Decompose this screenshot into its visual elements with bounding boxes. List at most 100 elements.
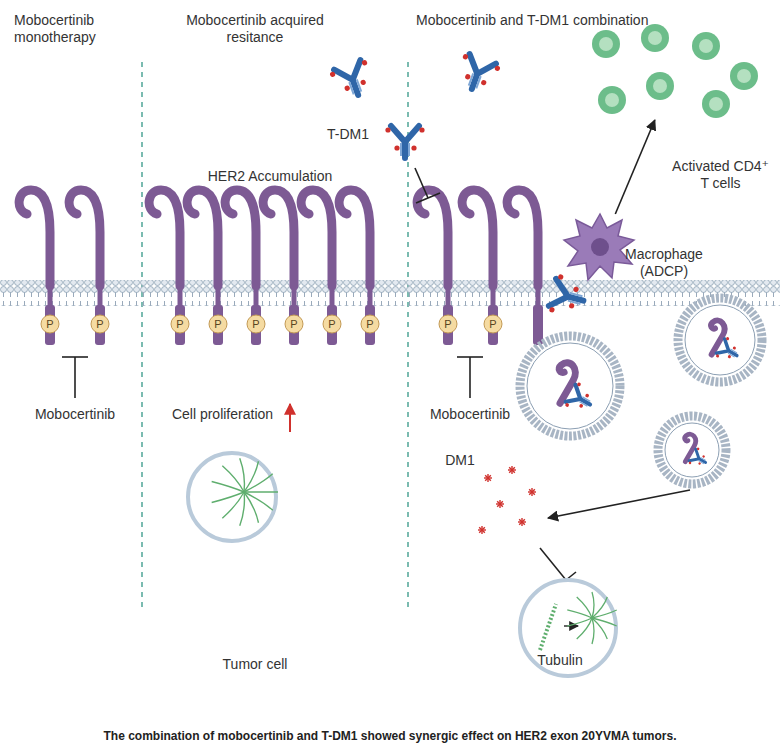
t-dm1-antibody — [360, 79, 367, 86]
t-dm1-antibody — [453, 52, 501, 95]
dm1-payload — [478, 466, 536, 534]
caption: The combination of mobocertinib and T-DM… — [0, 728, 780, 745]
t-dm1-antibody — [547, 273, 588, 319]
dm1-payload — [529, 489, 535, 495]
phospho-mark: P — [171, 318, 189, 330]
endosome — [698, 318, 728, 355]
endosome — [698, 318, 747, 366]
label-text: Mobocertinib — [415, 406, 525, 423]
phospho-mark: P — [41, 318, 59, 330]
tumor-nucleus — [577, 597, 592, 618]
phospho-mark: P — [247, 318, 265, 330]
endosome — [585, 393, 590, 398]
t-dm1-antibody — [568, 293, 583, 304]
label-text: Mobocertinib and T-DM1 combination — [416, 12, 716, 29]
endosome — [665, 423, 719, 477]
tumor-nucleus — [592, 610, 617, 618]
column-divider — [142, 62, 408, 612]
inhibition-bar — [415, 168, 428, 198]
mitotic-cell — [244, 492, 273, 510]
her2-receptor — [149, 190, 180, 286]
endosome — [527, 343, 613, 429]
t-dm1-antibody — [480, 79, 487, 86]
endosome — [579, 403, 584, 408]
t-cell — [653, 79, 667, 93]
her2-receptor — [19, 190, 543, 345]
tumor-nucleus — [567, 592, 616, 644]
macrophage — [591, 238, 609, 256]
t-cell — [692, 32, 720, 60]
her2-receptor — [417, 190, 448, 286]
endosome — [658, 416, 726, 484]
mitotic-cell — [188, 453, 276, 541]
dm1-payload — [497, 501, 503, 507]
endosome — [689, 449, 709, 468]
phospho-mark: P — [484, 318, 502, 330]
her2-receptor — [209, 315, 227, 333]
endosome — [565, 403, 570, 408]
endosome — [725, 337, 729, 341]
endosome — [544, 360, 580, 403]
mitotic-cell — [212, 458, 278, 525]
t-cell — [702, 90, 730, 118]
dm1-payload — [479, 527, 485, 533]
mitotic-cell — [244, 474, 273, 492]
phospho-mark: P — [361, 318, 379, 330]
t-dm1-antibody — [329, 52, 589, 319]
mitotic-cell — [188, 453, 278, 541]
endosome — [688, 447, 711, 471]
inhibition-bar — [74, 357, 76, 398]
t-dm1-antibody — [401, 143, 409, 156]
her2-receptor — [507, 190, 543, 345]
node-label: Macrophage (ADCP) — [614, 246, 714, 280]
tumor-nucleus — [592, 592, 594, 618]
her2-receptor — [187, 190, 218, 286]
t-cell — [730, 62, 758, 90]
her2-receptor — [254, 284, 259, 306]
t-dm1-antibody — [568, 303, 574, 309]
label-text: Tubulin — [525, 652, 595, 669]
endosome — [674, 432, 698, 462]
increase-arrow — [289, 404, 291, 432]
mitotic-cell — [244, 492, 258, 523]
t-dm1-antibody — [549, 279, 587, 314]
tumor-nucleus — [520, 580, 616, 676]
t-cell-node: Activated CD4⁺ T cells — [590, 24, 760, 120]
her2-receptor — [91, 315, 109, 333]
t-dm1-antibody — [385, 127, 390, 132]
inhibition-bar — [469, 357, 471, 398]
endosome — [674, 432, 714, 471]
her2-receptor — [41, 315, 59, 333]
endosome — [715, 336, 743, 365]
t-dm1-antibody — [419, 127, 424, 132]
t-cell — [598, 86, 626, 114]
label-text: Mobocertinib — [20, 406, 130, 423]
dm1-payload — [519, 519, 525, 525]
endosome — [732, 346, 736, 350]
dm1-payload — [509, 467, 515, 473]
t-dm1-antibody — [469, 73, 481, 88]
her2-receptor — [484, 315, 502, 333]
t-cell — [605, 93, 619, 107]
her2-receptor — [263, 190, 294, 286]
macrophage-node: Macrophage (ADCP) — [566, 214, 636, 282]
t-cell — [648, 31, 662, 45]
dm1-payload — [485, 475, 491, 481]
her2-receptor — [247, 315, 265, 333]
her2-receptor — [225, 190, 256, 286]
t-cell — [699, 39, 713, 53]
t-cell — [709, 97, 723, 111]
label-text: Mobocertinib acquired resitance — [180, 12, 330, 46]
her2-receptor — [368, 284, 373, 306]
endosome — [520, 298, 762, 484]
her2-receptor — [285, 315, 303, 333]
phospho-mark: P — [285, 318, 303, 330]
inhibition-bar — [62, 356, 88, 358]
endosome — [577, 382, 582, 387]
t-dm1-antibody — [558, 274, 564, 280]
t-dm1-antibody — [494, 65, 501, 72]
label-text: HER2 Accumulation — [195, 168, 345, 185]
endosome — [685, 305, 755, 375]
